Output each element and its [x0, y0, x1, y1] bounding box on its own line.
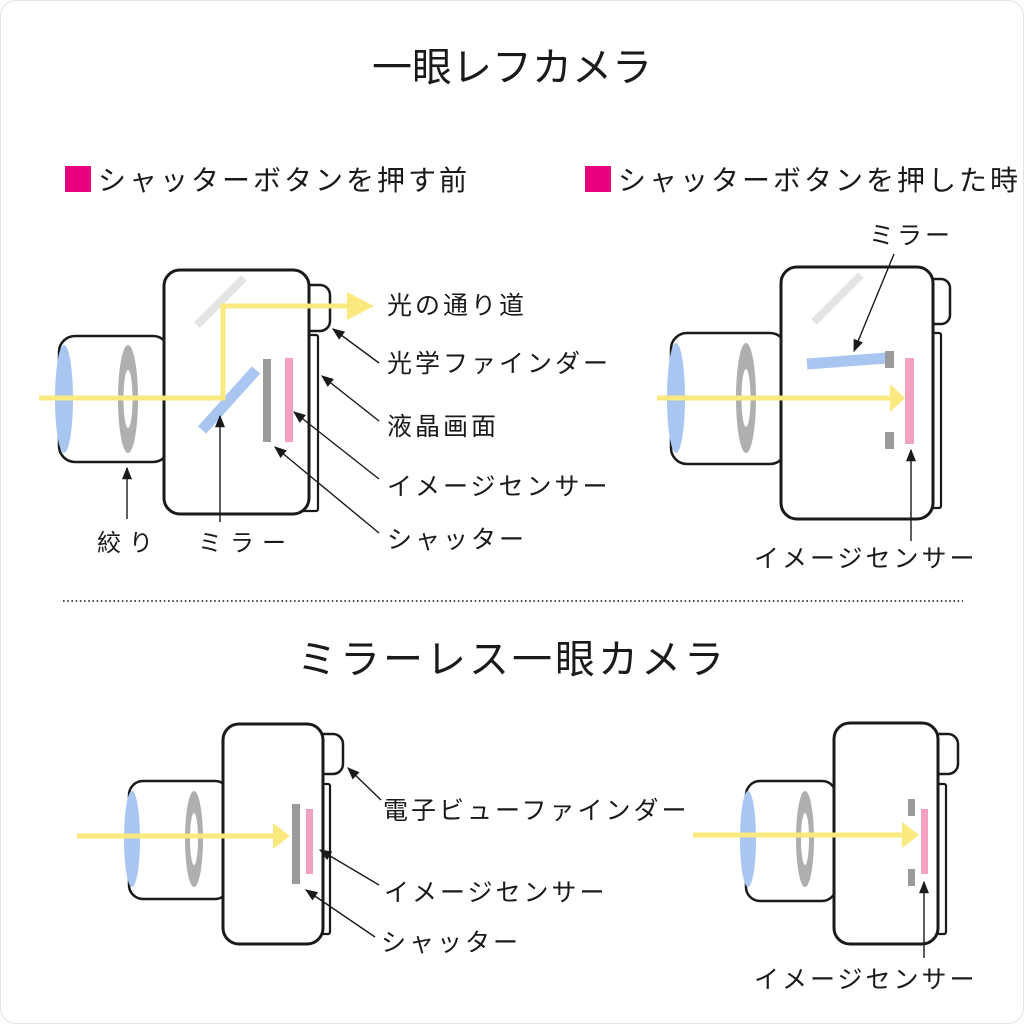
label-shutter: シャッター — [387, 527, 528, 554]
leader-image-sensor — [293, 411, 380, 480]
label-ml-shutter: シャッター — [381, 930, 522, 957]
sensor-bar — [921, 809, 928, 874]
light-arrowhead-icon — [902, 822, 919, 848]
label-mirror: ミラー — [198, 531, 294, 557]
camera-body — [779, 265, 935, 521]
page-title: 一眼レフカメラ — [372, 45, 652, 90]
section-header-before: シャッターボタンを押す前 — [65, 159, 470, 199]
leader-lcd — [321, 375, 380, 422]
sensor-bar — [905, 358, 914, 444]
label-image-sensor-after: イメージセンサー — [754, 546, 978, 573]
section-header-after: シャッターボタンを押した時 — [585, 159, 1021, 199]
leader-shutter — [274, 446, 380, 534]
leader-optical-viewfinder — [331, 328, 380, 364]
label-image-sensor: イメージセンサー — [387, 474, 611, 501]
aperture-opening — [801, 813, 809, 865]
shutter-bar-top — [885, 351, 894, 368]
slr-before-diagram — [39, 268, 380, 534]
shutter-bar-bottom — [908, 869, 915, 886]
reflex-mirror — [197, 366, 261, 434]
leader-mirror — [853, 253, 895, 353]
mirrorless-after-diagram — [693, 721, 960, 958]
lens-barrel — [744, 779, 838, 903]
lens-glass — [740, 791, 756, 887]
light-arrowhead-icon — [347, 292, 374, 320]
shutter-bar-bottom — [885, 432, 894, 449]
section-header-before-label: シャッターボタンを押す前 — [98, 166, 471, 197]
light-arrowhead-icon — [273, 823, 290, 849]
light-arrowhead-icon — [890, 384, 905, 412]
shutter-bar — [292, 804, 300, 884]
label-ml-image-sensor: イメージセンサー — [384, 880, 608, 907]
sensor-bar — [285, 358, 293, 442]
magenta-square-icon — [585, 166, 611, 192]
label-evf: 電子ビューファインダー — [383, 798, 690, 825]
aperture-opening — [190, 813, 198, 865]
lens-barrel — [127, 779, 231, 901]
section-header-after-label: シャッターボタンを押した時 — [618, 166, 1022, 197]
page-subtitle: ミラーレス一眼カメラ — [297, 637, 727, 682]
leader-shutter — [304, 889, 376, 938]
magenta-square-icon — [65, 166, 91, 192]
mirrorless-before-diagram — [77, 722, 382, 946]
light-path-line — [39, 303, 347, 401]
label-aperture: 絞り — [97, 531, 161, 557]
pentaprism-mirror — [811, 272, 864, 325]
leader-evf — [347, 767, 382, 801]
shutter-bar — [263, 359, 271, 442]
pentaprism-mirror — [194, 275, 247, 328]
sensor-bar — [306, 809, 313, 874]
label-ml-image-sensor-after: イメージセンサー — [754, 967, 978, 994]
label-light-path: 光の通り道 — [387, 293, 528, 320]
label-mirror-raised: ミラー — [869, 223, 954, 250]
lens-glass — [124, 791, 140, 887]
slr-after-diagram — [657, 253, 952, 541]
shutter-bar-top — [908, 799, 915, 816]
label-lcd: 液晶画面 — [387, 414, 500, 441]
reflex-mirror-raised — [806, 352, 888, 370]
leader-image-sensor — [318, 849, 380, 886]
label-optical-viewfinder: 光学ファインダー — [387, 351, 612, 378]
